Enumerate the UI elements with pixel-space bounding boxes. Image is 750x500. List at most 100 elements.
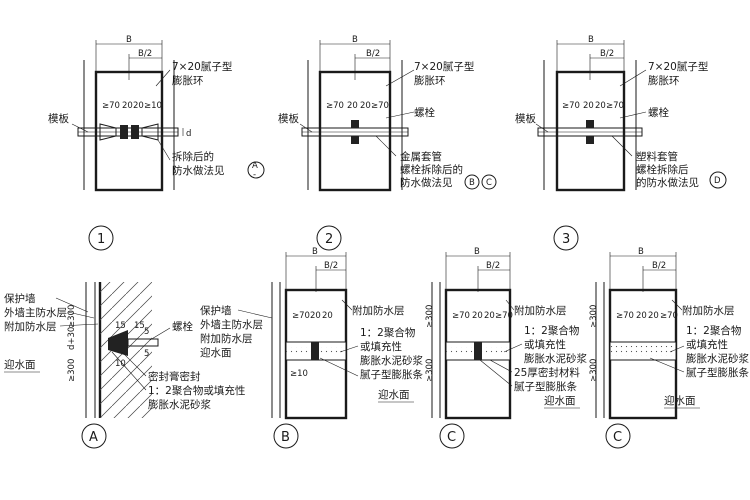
svg-text:≥300: ≥300 (67, 305, 77, 328)
svg-text:B/2: B/2 (600, 49, 614, 59)
svg-text:腻子型膨胀条: 腻子型膨胀条 (360, 368, 423, 381)
svg-text:附加防水层: 附加防水层 (682, 304, 735, 317)
svg-text:7×20腻子型: 7×20腻子型 (414, 60, 474, 73)
svg-text:20: 20 (484, 311, 495, 321)
svg-text:密封膏密封: 密封膏密封 (148, 370, 201, 383)
svg-text:膨胀水泥砂浆: 膨胀水泥砂浆 (686, 352, 749, 365)
svg-text:B: B (469, 178, 475, 188)
detail-A-letter: A (89, 430, 98, 445)
detail-C-letter: C (447, 430, 456, 445)
dim-d: d (186, 129, 191, 139)
svg-text:≥70: ≥70 (495, 311, 513, 321)
svg-text:模板: 模板 (278, 112, 299, 125)
diagram-1: B B/2 ≥70 20 20 ≥10 d 7×20腻子型 膨胀环 模板 拆除后… (48, 35, 265, 251)
svg-text:螺栓拆除后: 螺栓拆除后 (636, 163, 689, 176)
svg-text:C: C (486, 178, 492, 188)
svg-text:或填充性: 或填充性 (524, 338, 566, 351)
svg-text:腻子型膨胀条: 腻子型膨胀条 (686, 366, 749, 379)
svg-text:7×20腻子型: 7×20腻子型 (648, 60, 708, 73)
svg-text:≥70: ≥70 (292, 311, 310, 321)
svg-text:15: 15 (134, 321, 145, 331)
svg-text:20: 20 (648, 311, 659, 321)
diagram-2-number-circle (316, 225, 342, 251)
svg-text:保护墙: 保护墙 (4, 292, 36, 305)
svg-text:迎水面: 迎水面 (664, 395, 696, 407)
svg-text:≥300: ≥300 (425, 305, 435, 328)
svg-text:附加防水层: 附加防水层 (352, 304, 405, 317)
diagram-1-number-circle (88, 225, 114, 251)
svg-text:20: 20 (595, 101, 606, 111)
svg-text:B: B (312, 247, 318, 257)
detail-D: B B/2 ≥70 20 20 ≥70 ≥300 ≥300 附加防水层 1：2聚… (589, 247, 749, 449)
detail-A: ≥300 d+30 ≥300 15 15 10 5 5 保护墙 外墙主防水层 附… (4, 282, 245, 449)
svg-text:≥70: ≥70 (371, 101, 389, 111)
svg-text:迎水面: 迎水面 (378, 389, 410, 401)
svg-text:≥300: ≥300 (589, 359, 599, 382)
svg-text:d+30: d+30 (67, 327, 77, 350)
svg-text:≥70: ≥70 (102, 101, 120, 111)
svg-text:10: 10 (115, 359, 126, 369)
label-wp-1b: 防水做法见 (172, 164, 225, 177)
svg-text:附加防水层: 附加防水层 (4, 320, 57, 333)
svg-text:A: A (252, 161, 258, 171)
svg-text:或填充性: 或填充性 (360, 340, 402, 353)
svg-text:≥10: ≥10 (290, 369, 308, 379)
svg-text:20: 20 (636, 311, 647, 321)
svg-text:1：2聚合物: 1：2聚合物 (524, 324, 579, 337)
diagram-3-number-circle (553, 225, 579, 251)
label-ring-1a: 7×20腻子型 (172, 60, 232, 73)
svg-text:1：2聚合物: 1：2聚合物 (360, 326, 415, 339)
diagram-3-number: 3 (562, 232, 570, 247)
svg-text:螺栓: 螺栓 (648, 106, 669, 119)
svg-text:≥300: ≥300 (589, 305, 599, 328)
svg-text:附加防水层: 附加防水层 (200, 332, 253, 345)
svg-text:B: B (474, 247, 480, 257)
label-template-1: 模板 (48, 112, 69, 125)
svg-text:1：2聚合物或填充性: 1：2聚合物或填充性 (148, 384, 245, 397)
svg-text:迎水面: 迎水面 (544, 395, 576, 407)
svg-text:膨胀环: 膨胀环 (648, 74, 680, 87)
svg-text:B: B (588, 35, 594, 45)
svg-text:20: 20 (122, 101, 133, 111)
label-bolt-2: 螺栓 (414, 106, 435, 119)
diagram-2-number: 2 (325, 232, 333, 247)
svg-text:D: D (714, 176, 721, 186)
label-sleeve-2: 金属套管 (400, 150, 442, 163)
svg-text:B/2: B/2 (652, 261, 666, 271)
concrete-wall (318, 70, 392, 192)
svg-text:≥70: ≥70 (562, 101, 580, 111)
svg-text:塑料套管: 塑料套管 (636, 150, 678, 163)
svg-text:15: 15 (115, 321, 126, 331)
svg-text:附加防水层: 附加防水层 (514, 304, 567, 317)
svg-text:膨胀环: 膨胀环 (414, 74, 446, 87)
svg-text:20: 20 (133, 101, 144, 111)
svg-text:25厚密封材料: 25厚密封材料 (514, 366, 580, 379)
svg-text:膨胀水泥砂浆: 膨胀水泥砂浆 (524, 352, 587, 365)
svg-text:腻子型膨胀条: 腻子型膨胀条 (514, 380, 577, 393)
svg-text:≥300: ≥300 (425, 359, 435, 382)
svg-text:迎水面: 迎水面 (200, 347, 232, 359)
svg-text:20: 20 (322, 311, 333, 321)
svg-text:外墙主防水层: 外墙主防水层 (200, 318, 263, 331)
label-wp-1a: 拆除后的 (172, 150, 214, 163)
svg-text:B/2: B/2 (486, 261, 500, 271)
svg-text:1：2聚合物: 1：2聚合物 (686, 324, 741, 337)
concrete-wall (555, 70, 626, 192)
svg-text:20: 20 (360, 101, 371, 111)
detail-C: B B/2 ≥70 20 20 ≥70 ≥300 ≥300 附加防水层 1：2聚… (425, 247, 587, 449)
svg-text:膨胀水泥砂浆: 膨胀水泥砂浆 (360, 354, 423, 367)
diagram-3: B B/2 ≥70 20 20 ≥70 7×20腻子型 膨胀环 螺栓 模板 塑料… (515, 35, 727, 251)
svg-text:-: - (253, 170, 256, 180)
svg-text:≥70: ≥70 (606, 101, 624, 111)
svg-text:≥70: ≥70 (452, 311, 470, 321)
svg-text:5: 5 (144, 349, 149, 359)
svg-text:B: B (638, 247, 644, 257)
dim-B: B (126, 35, 132, 45)
svg-text:≥10: ≥10 (144, 101, 162, 111)
svg-text:20: 20 (347, 101, 358, 111)
svg-text:20: 20 (583, 101, 594, 111)
svg-text:B/2: B/2 (324, 261, 338, 271)
diagram-2: B B/2 ≥70 20 20 ≥70 7×20腻子型 膨胀环 螺栓 模板 金属… (278, 35, 497, 251)
svg-text:外墙主防水层: 外墙主防水层 (4, 306, 67, 319)
